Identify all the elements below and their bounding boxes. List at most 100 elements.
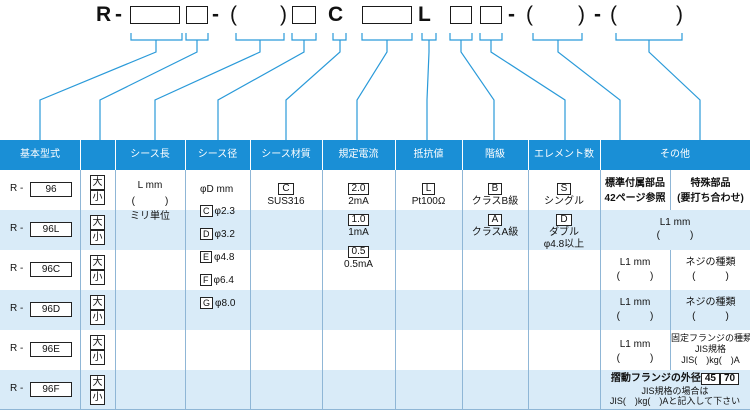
- other-screw-type: ネジの種類: [685, 297, 736, 308]
- resistance-value: Pt100Ω: [411, 196, 446, 207]
- row-prefix: R -: [10, 263, 24, 274]
- material-option[interactable]: C: [250, 183, 322, 195]
- row-prefix: R -: [10, 383, 24, 394]
- header-elements: エレメント数: [534, 149, 594, 160]
- other-l1-paren[interactable]: ( ): [616, 271, 654, 282]
- model-row-96d[interactable]: R - 96D 大 小: [0, 290, 115, 330]
- size-large[interactable]: 大: [90, 295, 105, 310]
- code-paren-open-3: (: [610, 3, 617, 26]
- current-option[interactable]: 0.5: [322, 246, 395, 258]
- size-large[interactable]: 大: [90, 175, 105, 190]
- model-row-96e[interactable]: R - 96E 大 小: [0, 330, 115, 370]
- model-row-96f[interactable]: R - 96F 大 小: [0, 370, 115, 410]
- other-l1-paren[interactable]: ( ): [656, 230, 694, 241]
- code-dash-2: -: [212, 3, 219, 26]
- row-prefix: R -: [10, 343, 24, 354]
- other-divider: [670, 250, 671, 330]
- col-divider: [600, 140, 601, 409]
- resistance-option[interactable]: L: [395, 183, 462, 195]
- col-divider: [395, 140, 396, 409]
- size-large[interactable]: 大: [90, 335, 105, 350]
- size-small[interactable]: 小: [90, 270, 105, 285]
- other-l1mm: L1 mm: [659, 217, 691, 228]
- connector-lines: [39, 33, 701, 140]
- size-small[interactable]: 小: [90, 230, 105, 245]
- size-small[interactable]: 小: [90, 350, 105, 365]
- table-row: [0, 210, 750, 250]
- other-jis-fill[interactable]: JIS( )kg( )A: [681, 355, 740, 365]
- col-divider: [115, 140, 116, 409]
- header-other: その他: [660, 149, 690, 160]
- code-l: L: [418, 3, 431, 26]
- col-divider: [322, 140, 323, 409]
- grade-value: クラスB級: [471, 196, 519, 207]
- model-row-96c[interactable]: R - 96C 大 小: [0, 250, 115, 290]
- row-prefix: R -: [10, 183, 24, 194]
- size-small[interactable]: 小: [90, 310, 105, 325]
- code-paren-close-3: ): [676, 3, 683, 26]
- elements-value: ダブル: [549, 227, 579, 238]
- model-row-96[interactable]: R - 96 大 小: [0, 170, 115, 210]
- col-divider: [185, 140, 186, 409]
- other-swing-fill[interactable]: JIS( )kg( )Aと記入して下さい: [609, 396, 741, 406]
- header-divider: [250, 140, 251, 170]
- model-code: 96: [30, 182, 72, 197]
- sheath-length-paren[interactable]: ( ): [131, 196, 169, 207]
- current-option[interactable]: 2.0: [322, 183, 395, 195]
- header-current: 規定電流: [338, 149, 379, 160]
- other-screw-paren[interactable]: ( ): [692, 271, 729, 282]
- other-special-parts: 特殊部品: [690, 178, 731, 189]
- model-row-96l[interactable]: R - 96L 大 小: [0, 210, 115, 250]
- size-large[interactable]: 大: [90, 215, 105, 230]
- other-jis: JIS規格: [694, 344, 726, 354]
- size-large[interactable]: 大: [90, 255, 105, 270]
- col-divider: [80, 140, 81, 409]
- other-flange-type: 固定フランジの種類: [671, 333, 750, 343]
- sheath-length-unit: ミリ単位: [130, 211, 170, 222]
- other-l1mm: L1 mm: [619, 297, 651, 308]
- size-small[interactable]: 小: [90, 190, 105, 205]
- header-divider: [185, 140, 186, 170]
- elements-note: φ4.8以上: [543, 239, 585, 250]
- code-box-elements[interactable]: [480, 6, 502, 24]
- other-screw-paren[interactable]: ( ): [692, 311, 729, 322]
- code-box-size[interactable]: [186, 6, 208, 24]
- sheath-length-lmm: L mm: [137, 180, 163, 191]
- header-divider: [80, 140, 81, 170]
- code-dash-3: -: [508, 3, 515, 26]
- other-l1-paren[interactable]: ( ): [616, 311, 654, 322]
- current-option[interactable]: 1.0: [322, 214, 395, 226]
- code-box-current[interactable]: [362, 6, 412, 24]
- code-c: C: [328, 3, 344, 26]
- elements-option[interactable]: D: [528, 214, 600, 226]
- code-dash-1: -: [115, 3, 122, 26]
- size-large[interactable]: 大: [90, 375, 105, 390]
- elements-value: シングル: [544, 196, 584, 207]
- grade-option[interactable]: A: [462, 214, 528, 226]
- header-sheath-length: シース長: [130, 149, 170, 160]
- code-paren-open-1: (: [230, 3, 237, 26]
- code-box-model[interactable]: [130, 6, 180, 24]
- header-sheath-dia: シース径: [197, 149, 238, 160]
- header-resistance: 抵抗値: [413, 149, 444, 160]
- row-prefix: R -: [10, 303, 24, 314]
- header-divider: [395, 140, 396, 170]
- size-small[interactable]: 小: [90, 390, 105, 405]
- model-code: 96D: [30, 302, 72, 317]
- grade-option[interactable]: B: [462, 183, 528, 195]
- other-l1-paren[interactable]: ( ): [616, 353, 654, 364]
- code-box-dia[interactable]: [292, 6, 316, 24]
- elements-option[interactable]: S: [528, 183, 600, 195]
- model-code: 96F: [30, 382, 72, 397]
- code-paren-close-2: ): [578, 3, 585, 26]
- code-box-grade[interactable]: [450, 6, 472, 24]
- other-page-ref: 42ページ参照: [604, 193, 666, 204]
- code-r: R: [96, 3, 112, 26]
- other-screw-type: ネジの種類: [685, 257, 736, 268]
